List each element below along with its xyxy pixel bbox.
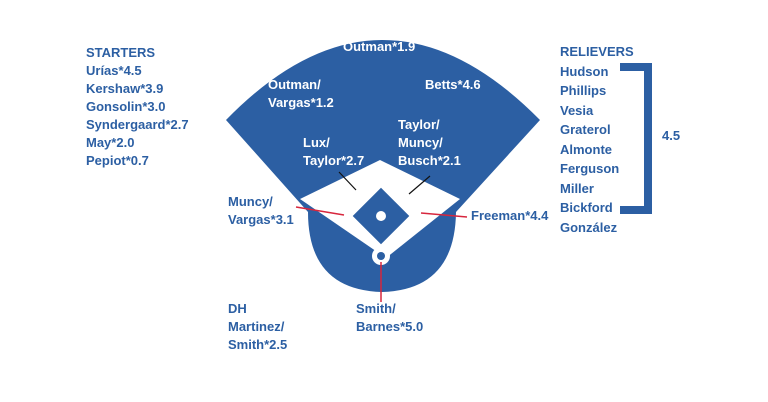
catcher-line: Smith/ xyxy=(356,301,396,316)
relievers-heading: RELIEVERS xyxy=(560,44,634,59)
second-base-line: Busch*2.1 xyxy=(398,153,461,168)
second-base-line: Taylor/ xyxy=(398,117,440,132)
starter-item: Urías*4.5 xyxy=(86,63,142,78)
first-base-label: Freeman*4.4 xyxy=(471,207,548,225)
pitchers-mound xyxy=(376,211,386,221)
relievers-bracket xyxy=(620,63,652,214)
reliever-item: Ferguson xyxy=(560,161,620,176)
center-field-line: Thompson/ xyxy=(343,21,414,36)
left-field-line: Vargas*1.2 xyxy=(268,95,334,110)
right-field-line: Betts*4.6 xyxy=(425,77,481,92)
starters-list: STARTERS Urías*4.5 Kershaw*3.9 Gonsolin*… xyxy=(86,44,189,170)
shortstop-line: Lux/ xyxy=(303,135,330,150)
third-base-line: Vargas*3.1 xyxy=(228,212,294,227)
third-base-line: Muncy/ xyxy=(228,194,273,209)
reliever-item: Miller xyxy=(560,180,594,196)
third-base-pointer xyxy=(295,206,345,216)
dh-item: Martinez/ xyxy=(228,319,285,334)
reliever-item: Graterol xyxy=(560,122,611,137)
center-field-label: Thompson/ Outman*1.9 xyxy=(343,20,415,56)
dh-label: DH Martinez/ Smith*2.5 xyxy=(228,300,287,354)
right-field-label: Betts*4.6 xyxy=(425,76,481,94)
starters-heading: STARTERS xyxy=(86,45,156,60)
starter-item: Gonsolin*3.0 xyxy=(86,99,166,114)
starter-item: May*2.0 xyxy=(86,135,135,150)
second-base-line: Muncy/ xyxy=(398,135,443,150)
relievers-group-value: 4.5 xyxy=(662,128,681,143)
second-base-pointer xyxy=(408,175,431,195)
second-base-bag xyxy=(375,168,387,180)
catcher-label: Smith/ Barnes*5.0 xyxy=(356,300,423,336)
reliever-item: Vesia xyxy=(560,102,594,118)
reliever-item: Hudson xyxy=(560,63,609,79)
center-field-line: Outman*1.9 xyxy=(343,39,416,54)
reliever-item: Bickford xyxy=(560,200,613,215)
first-base-bag xyxy=(414,209,426,221)
reliever-item: Almonte xyxy=(560,141,612,157)
starter-item: Pepiot*0.7 xyxy=(86,153,149,168)
catcher-line: Barnes*5.0 xyxy=(356,319,424,334)
relievers-list: RELIEVERS Hudson Phillips Vesia Graterol… xyxy=(560,42,634,237)
shortstop-label: Lux/ Taylor*2.7 xyxy=(303,134,364,170)
third-base-label: Muncy/ Vargas*3.1 xyxy=(228,193,294,229)
starter-item: Kershaw*3.9 xyxy=(86,81,164,96)
reliever-item: Phillips xyxy=(560,83,607,98)
shortstop-line: Taylor*2.7 xyxy=(303,153,365,168)
home-plate xyxy=(377,252,385,260)
left-field-label: Outman/ Vargas*1.2 xyxy=(268,76,334,112)
dh-item: Smith*2.5 xyxy=(228,337,288,352)
dh-heading: DH xyxy=(228,301,247,316)
starter-item: Syndergaard*2.7 xyxy=(86,117,189,132)
shortstop-pointer xyxy=(338,171,357,191)
reliever-item: González xyxy=(560,219,618,235)
second-base-label: Taylor/ Muncy/ Busch*2.1 xyxy=(398,116,461,170)
first-base-pointer xyxy=(420,212,468,218)
left-field-line: Outman/ xyxy=(268,77,321,92)
first-base-line: Freeman*4.4 xyxy=(471,208,549,223)
